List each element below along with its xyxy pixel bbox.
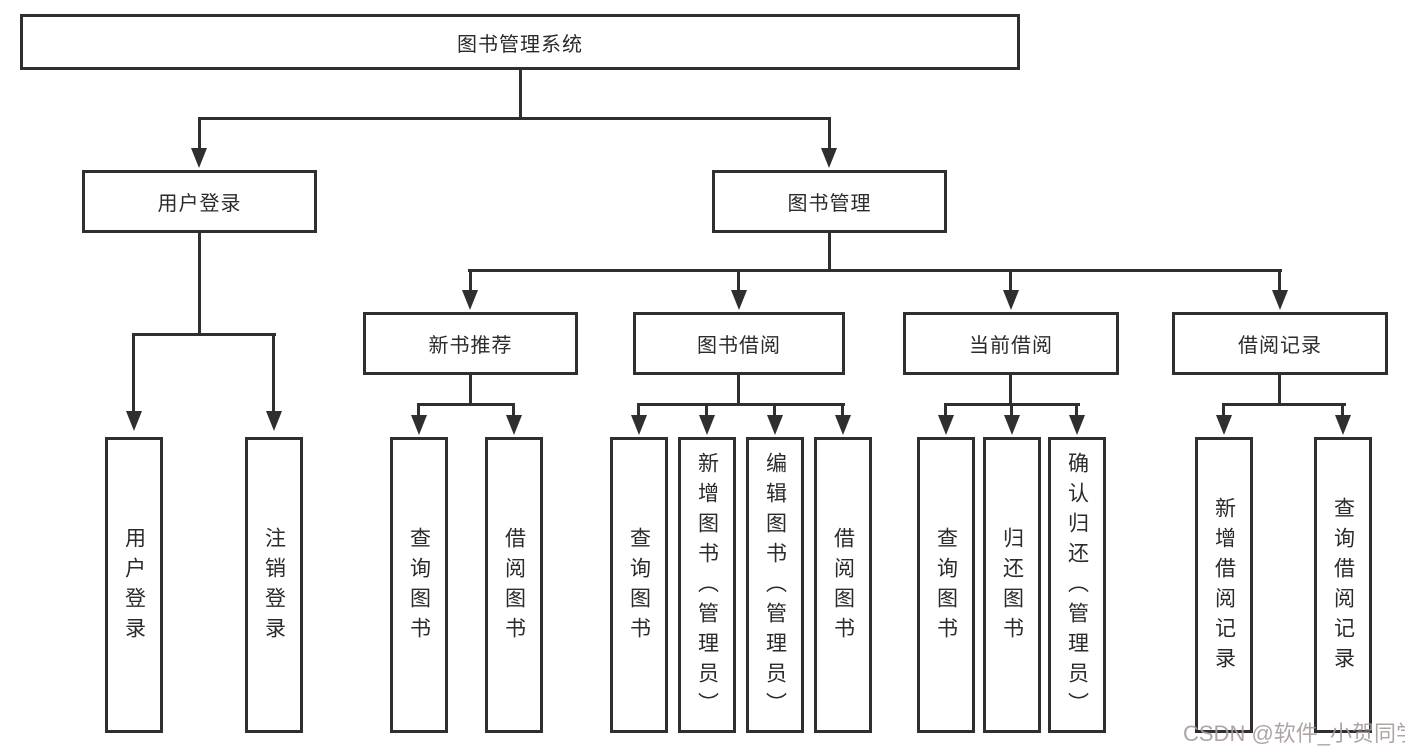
node-root: 图书管理系统 [20,14,1020,70]
arrow-down-icon [1003,290,1019,310]
arrow-down-icon [1335,415,1351,435]
node-records-query-borrow-record: 查询借阅记录 [1314,437,1372,733]
arrow-down-icon [266,411,282,431]
node-new-book-recommend: 新书推荐 [363,312,578,375]
arrow-down-icon [1216,415,1232,435]
connector-line [132,333,135,413]
arrow-down-icon [1069,415,1085,435]
node-recommend-query-book: 查询图书 [390,437,448,733]
connector-line [1222,403,1225,415]
connector-line [1075,403,1078,415]
csdn-watermark: CSDN @软件_小贺同学 [1183,721,1405,746]
connector-line [198,233,201,333]
connector-line [198,117,831,120]
connector-line [828,117,831,150]
connector-line [944,403,947,415]
connector-line [272,333,275,413]
arrow-down-icon [767,415,783,435]
connector-line [773,403,776,415]
connector-line [1278,375,1281,406]
connector-line [1222,403,1346,406]
connector-line [1010,403,1013,415]
connector-line [519,70,522,119]
arrow-down-icon [631,415,647,435]
node-book-borrow: 图书借阅 [633,312,845,375]
arrow-down-icon [821,148,837,168]
connector-line [1009,375,1012,406]
node-current-confirm-return-admin: 确认归还（管理员） [1048,437,1106,733]
connector-line [1009,269,1012,292]
node-book-management-group: 图书管理 [712,170,947,233]
arrow-down-icon [938,415,954,435]
connector-line [637,403,640,415]
connector-line [737,269,740,292]
connector-line [132,333,276,336]
connector-line [468,269,1282,272]
node-records-add-borrow-record: 新增借阅记录 [1195,437,1253,733]
node-current-query-book: 查询图书 [917,437,975,733]
node-borrow-edit-book-admin: 编辑图书（管理员） [746,437,804,733]
connector-line [1341,403,1344,415]
connector-line [417,403,515,406]
connector-line [637,403,845,406]
connector-line [198,117,201,150]
arrow-down-icon [411,415,427,435]
connector-line [841,403,844,415]
connector-line [469,269,472,292]
connector-line [737,375,740,406]
connector-line [417,403,420,415]
connector-line [828,232,831,269]
node-borrow-add-book-admin: 新增图书（管理员） [678,437,736,733]
arrow-down-icon [191,148,207,168]
node-logout: 注销登录 [245,437,303,733]
node-borrow-query-book: 查询图书 [610,437,668,733]
node-current-return-book: 归还图书 [983,437,1041,733]
node-borrow-borrow-book: 借阅图书 [814,437,872,733]
arrow-down-icon [731,290,747,310]
arrow-down-icon [462,290,478,310]
node-user-login: 用户登录 [105,437,163,733]
arrow-down-icon [126,411,142,431]
connector-line [512,403,515,415]
arrow-down-icon [506,415,522,435]
arrow-down-icon [835,415,851,435]
node-borrow-records: 借阅记录 [1172,312,1388,375]
arrow-down-icon [1004,415,1020,435]
node-recommend-borrow-book: 借阅图书 [485,437,543,733]
connector-line [1278,269,1281,292]
connector-line [705,403,708,415]
arrow-down-icon [699,415,715,435]
arrow-down-icon [1272,290,1288,310]
node-current-borrow: 当前借阅 [903,312,1119,375]
connector-line [469,375,472,406]
node-user-login-group: 用户登录 [82,170,317,233]
